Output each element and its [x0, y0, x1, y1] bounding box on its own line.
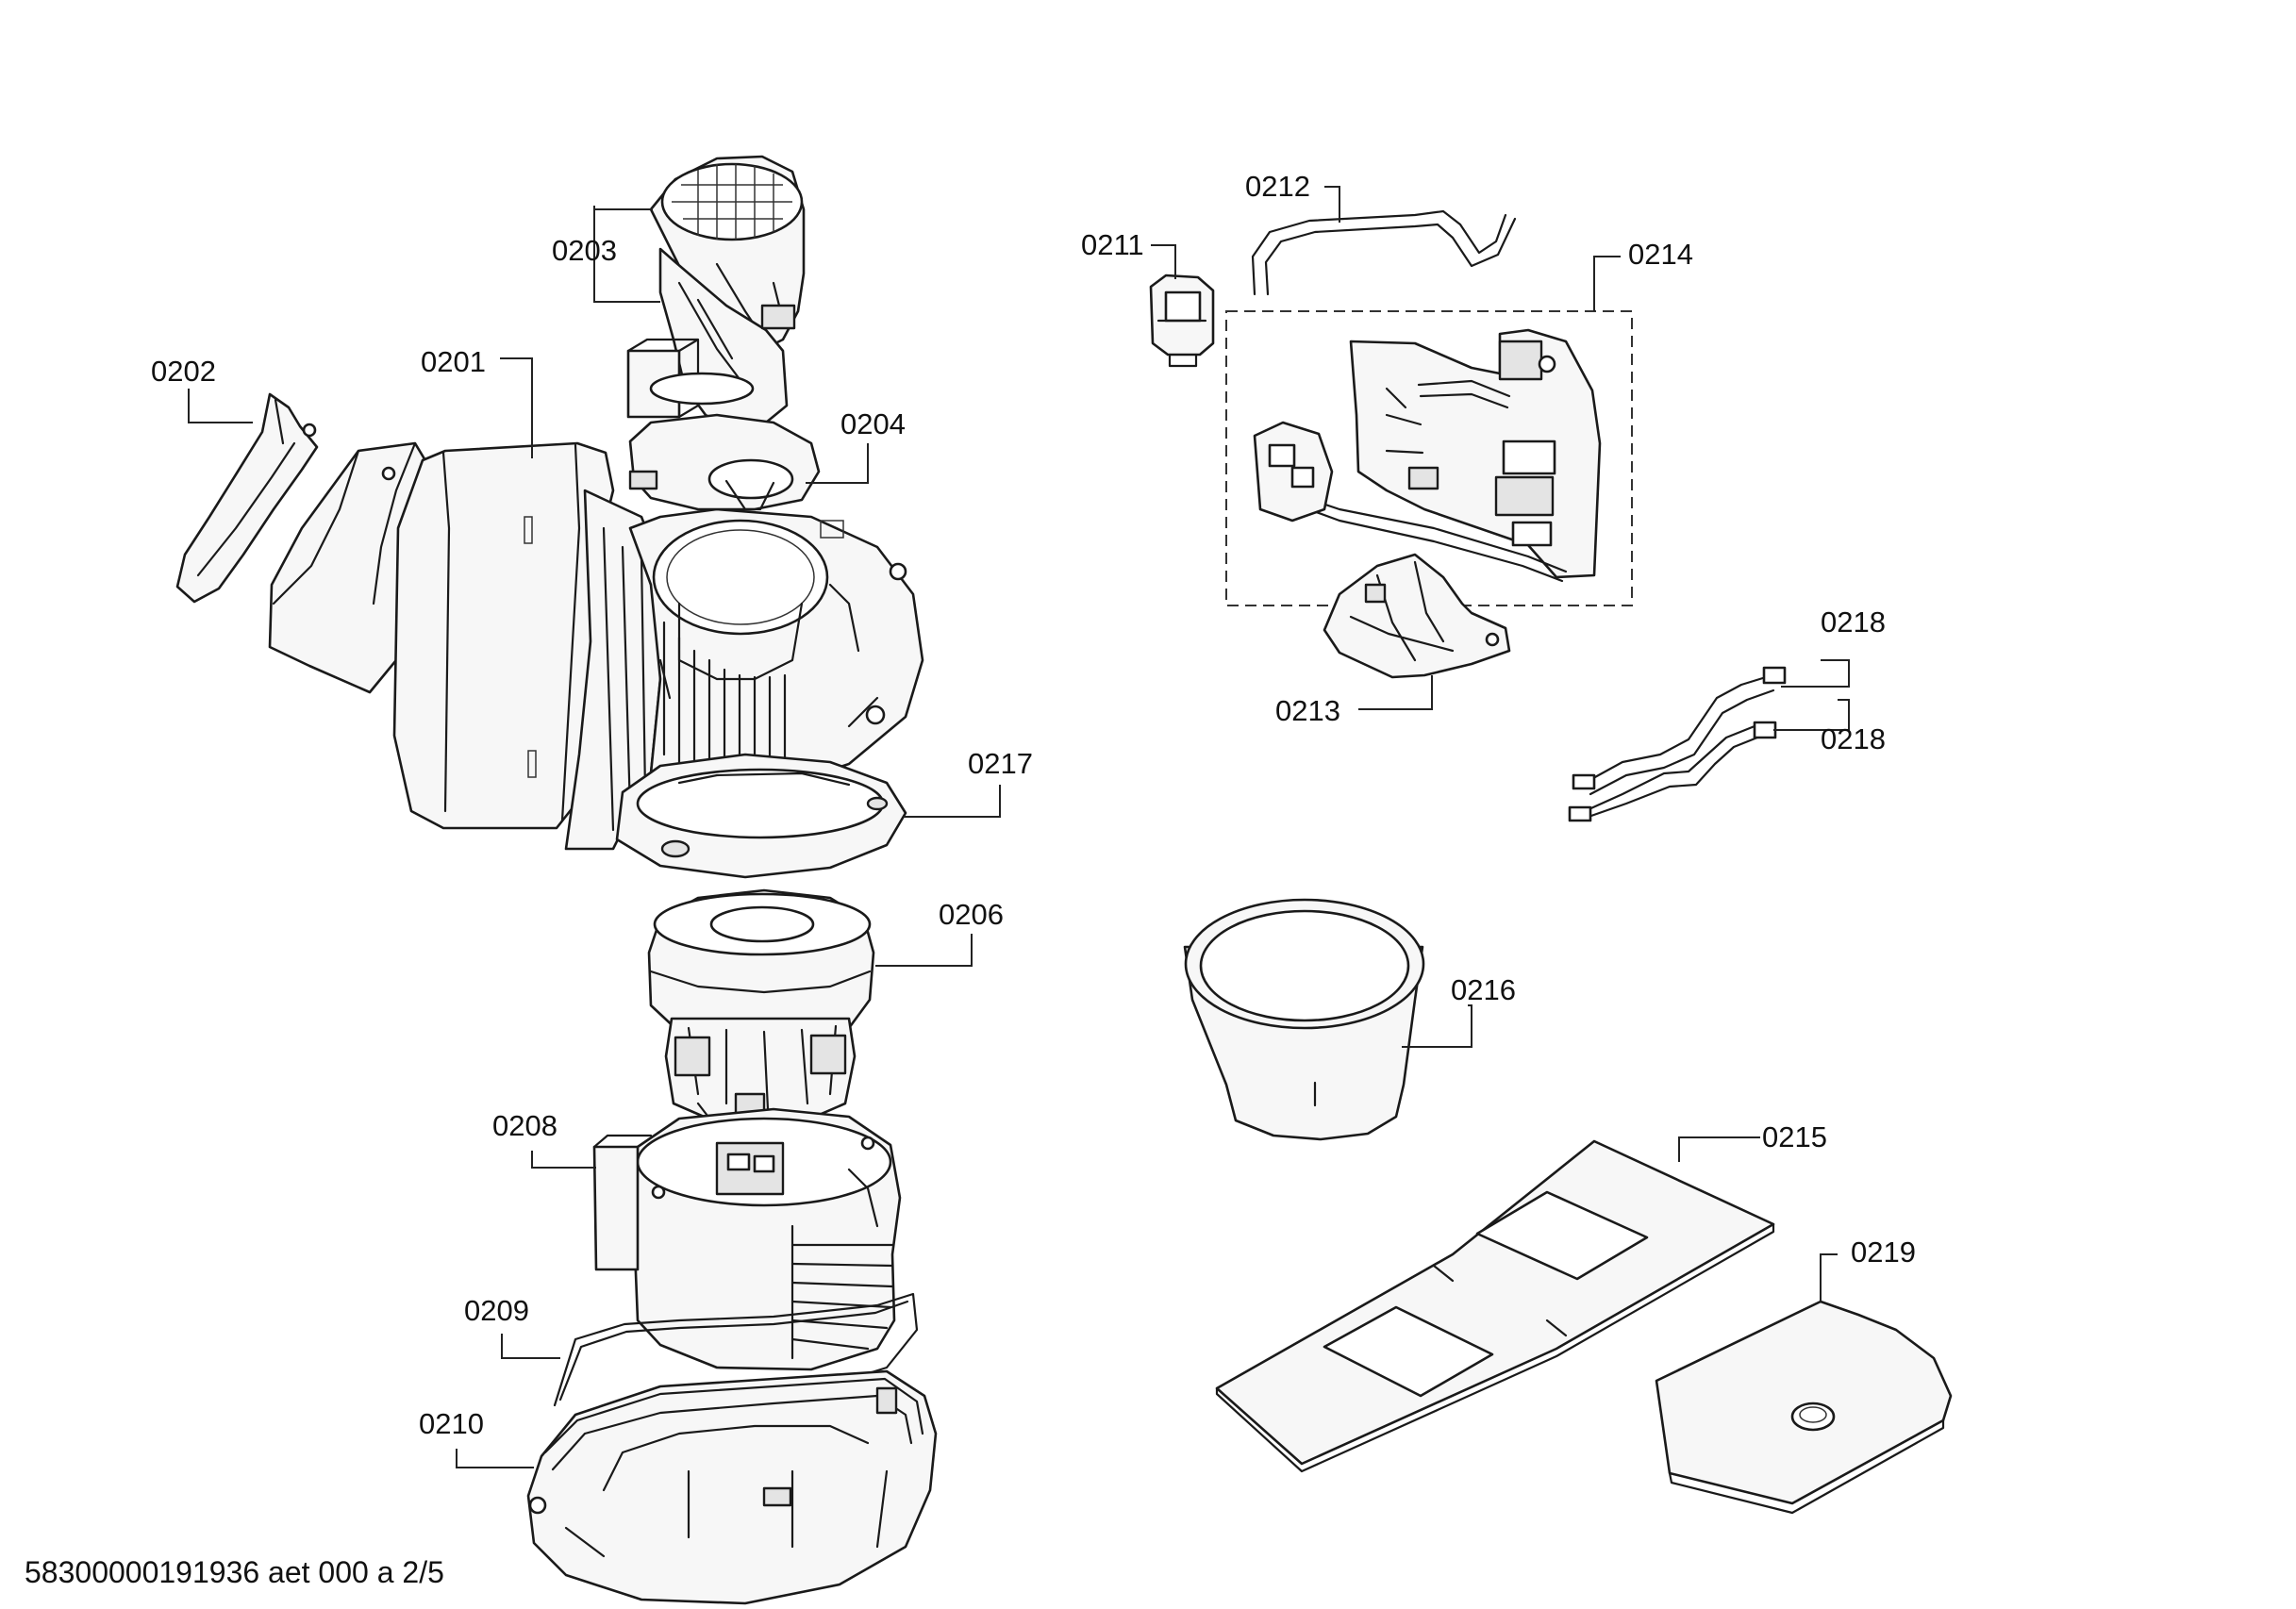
label-0216: 0216	[1451, 973, 1516, 1006]
label-0217: 0217	[968, 747, 1033, 780]
label-0208: 0208	[492, 1109, 557, 1142]
part-0210	[526, 1369, 938, 1605]
label-0212: 0212	[1245, 170, 1310, 203]
document-footer: 58300000191936 aet 000 a 2/5	[25, 1555, 444, 1589]
label-0215: 0215	[1762, 1120, 1827, 1153]
label-0218-top: 0218	[1821, 605, 1886, 639]
label-0201: 0201	[421, 345, 486, 378]
part-0214	[1225, 310, 1633, 606]
label-0209: 0209	[464, 1294, 529, 1327]
label-0213: 0213	[1275, 694, 1340, 727]
part-0217	[615, 753, 907, 879]
part-0208	[592, 1107, 902, 1371]
part-0211	[1149, 274, 1215, 368]
label-0202: 0202	[151, 355, 216, 388]
label-0218-bottom: 0218	[1821, 722, 1886, 755]
part-0201	[268, 441, 924, 851]
part-0202	[175, 392, 319, 604]
part-0219	[1655, 1300, 1953, 1515]
part-0213	[1323, 553, 1511, 679]
part-labels: 0202 0201 0203 0204 0217 0206 0208 0209 …	[151, 170, 1916, 1440]
label-0206: 0206	[939, 898, 1004, 931]
leader-lines	[188, 186, 1850, 1468]
label-0204: 0204	[840, 407, 906, 440]
label-0210: 0210	[419, 1407, 484, 1440]
part-0215	[1215, 1139, 1775, 1473]
label-0219: 0219	[1851, 1236, 1916, 1269]
part-0204	[628, 413, 821, 511]
label-0211: 0211	[1081, 228, 1144, 261]
label-0214: 0214	[1628, 238, 1693, 271]
part-0216	[1183, 898, 1425, 1141]
part-0218	[1568, 666, 1787, 822]
part-0212	[1251, 209, 1517, 296]
part-0206	[647, 888, 875, 1141]
label-0203: 0203	[552, 234, 617, 267]
part-0203	[626, 155, 806, 428]
